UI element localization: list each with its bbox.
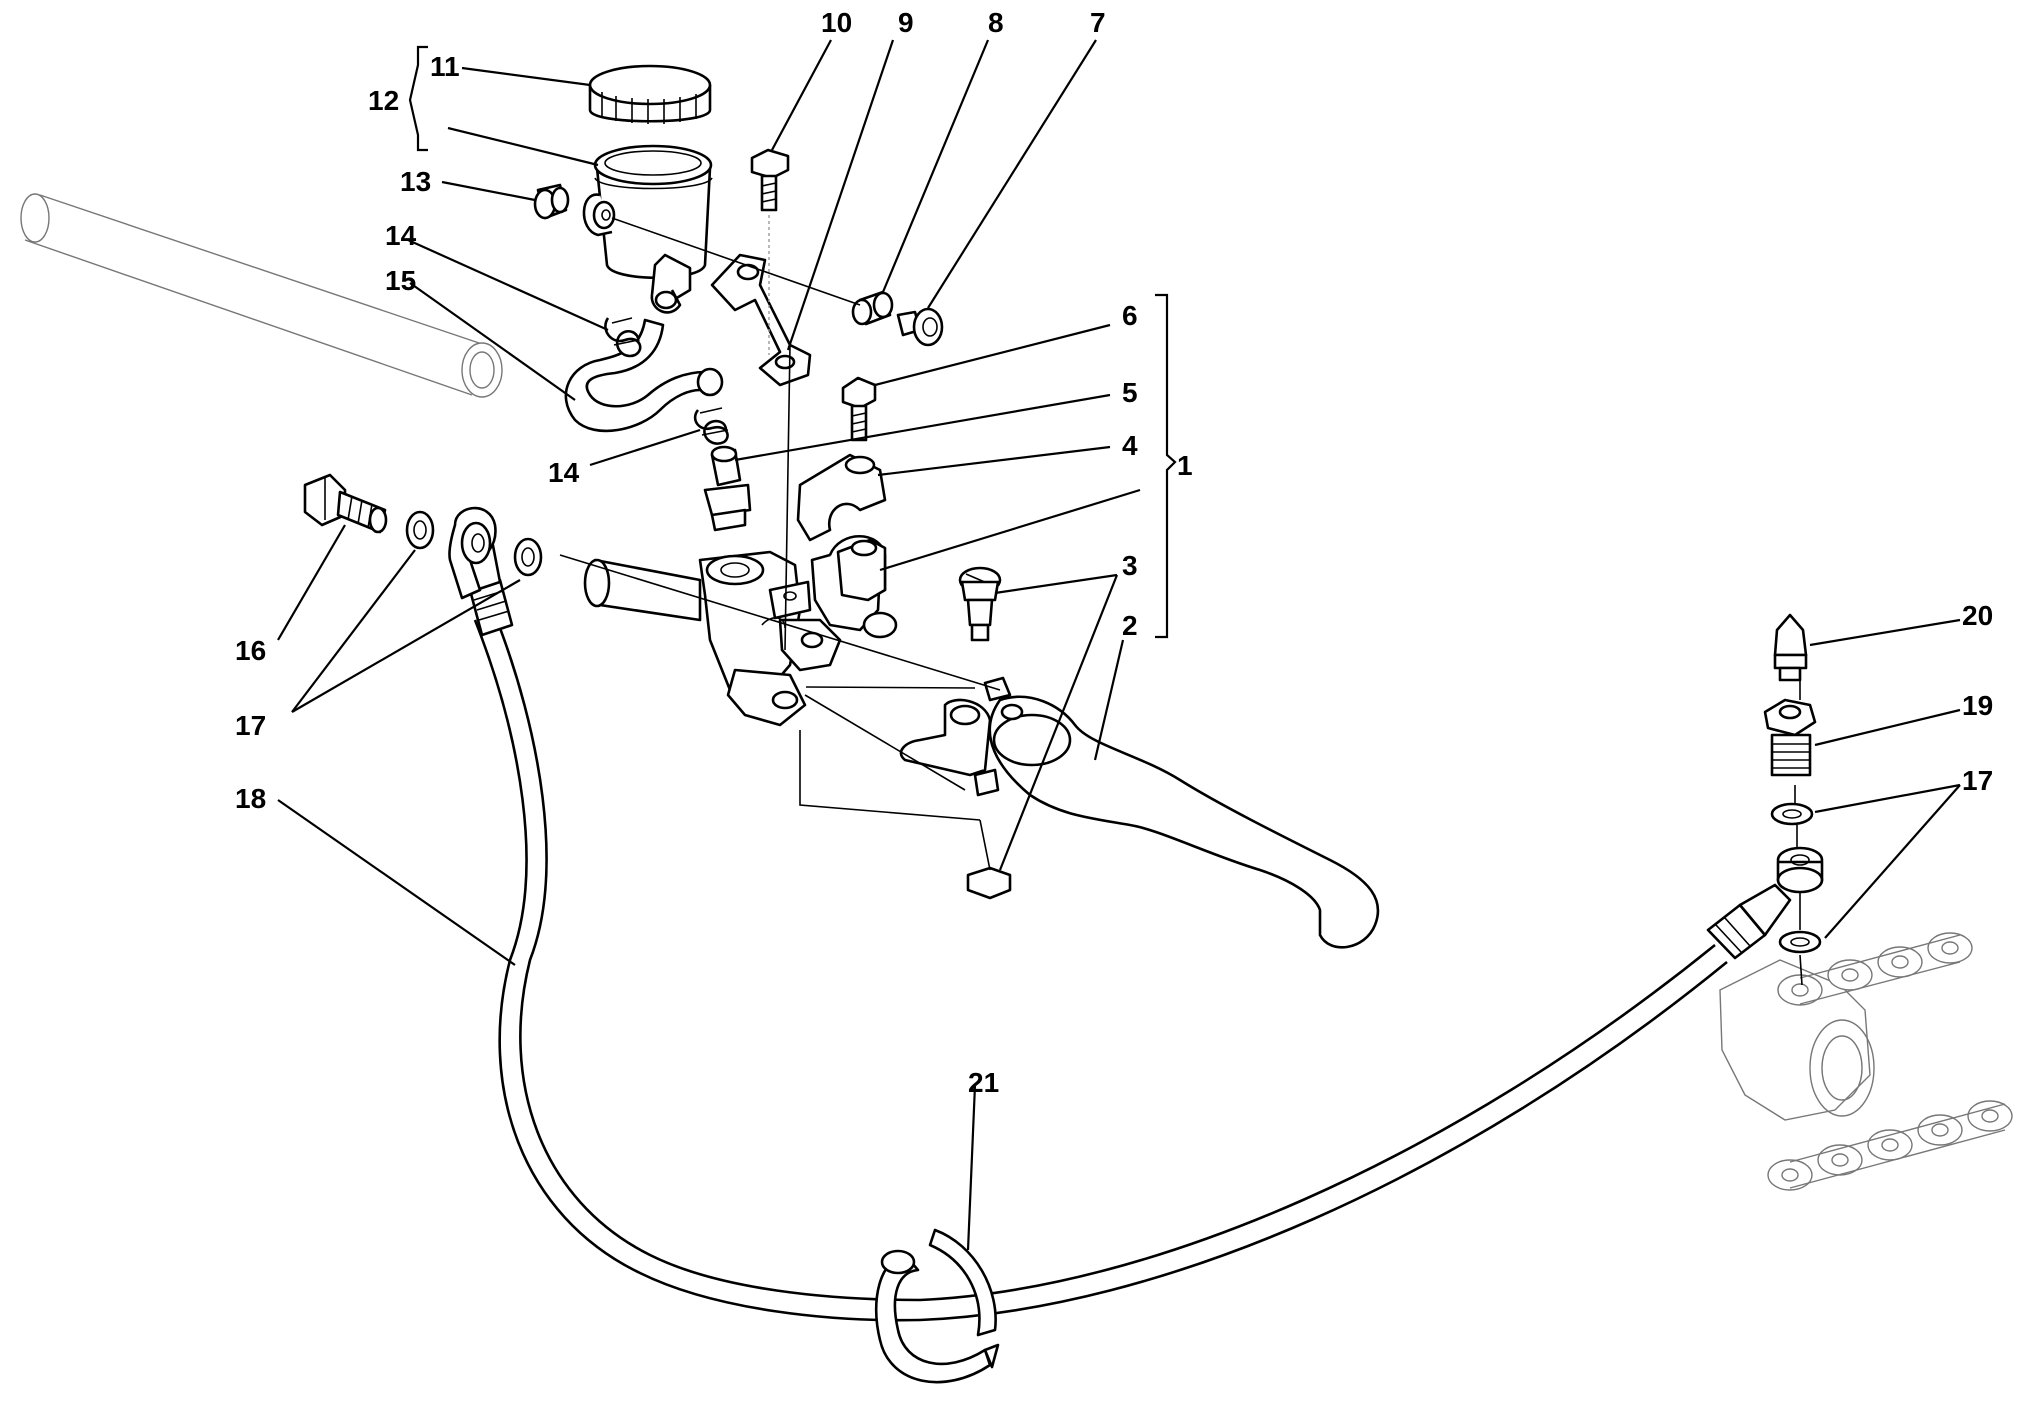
callout-21: 21	[968, 1067, 999, 1098]
callout-13: 13	[400, 166, 431, 197]
spring-clip-14-b	[693, 407, 729, 445]
bleed-cap-20	[1773, 613, 1808, 682]
reservoir-cap-11	[588, 64, 712, 124]
handlebar-tube	[20, 193, 503, 398]
bolt-7	[896, 307, 944, 347]
callout-18: 18	[235, 783, 266, 814]
reservoir-body	[582, 144, 713, 314]
clamp-lower	[836, 538, 887, 602]
callout-6: 6	[1122, 300, 1138, 331]
callout-7: 7	[1090, 7, 1106, 38]
callout-14-top: 14	[385, 220, 417, 251]
bolt-6	[841, 376, 877, 442]
callout-10: 10	[821, 7, 852, 38]
leader-lines	[277, 39, 1961, 1251]
clamp-half-4	[796, 453, 887, 542]
callout-11: 11	[430, 51, 460, 82]
assembly-guide-lines	[559, 217, 1803, 986]
chain-sprocket-ghost	[1719, 932, 2013, 1191]
callout-3: 3	[1122, 550, 1138, 581]
pivot-bolt-3	[958, 566, 1002, 642]
washer-17-d	[1778, 930, 1822, 954]
callout-19: 19	[1962, 690, 1993, 721]
callout-4: 4	[1122, 430, 1138, 461]
callout-20: 20	[1962, 600, 1993, 631]
washer-17-a	[405, 510, 435, 550]
fitting-5	[703, 445, 752, 532]
callout-17-right: 17	[1962, 765, 1993, 796]
reservoir-hose-15	[564, 318, 724, 433]
callout-5: 5	[1122, 377, 1138, 408]
callout-labels: 11 12 13 14 15 14 10 9 8 7 6 5 4 1 3 2 1…	[235, 7, 1993, 1098]
hose-clamp-21	[874, 1228, 1000, 1384]
callout-16: 16	[235, 635, 266, 666]
callout-8: 8	[988, 7, 1004, 38]
callout-9: 9	[898, 7, 914, 38]
callout-12: 12	[368, 85, 399, 116]
callout-1: 1	[1177, 450, 1193, 481]
banjo-fitting	[448, 506, 497, 600]
banjo-bolt-16	[303, 473, 388, 534]
callout-17-left: 17	[235, 710, 266, 741]
spring-clip-14-a	[604, 317, 642, 358]
lever-nut	[966, 866, 1012, 900]
callout-14-bottom: 14	[548, 457, 580, 488]
bracket-9	[710, 253, 812, 387]
washer-17-b	[513, 537, 543, 577]
grommet-8	[851, 290, 894, 326]
bolt-10	[750, 148, 790, 355]
grommet-13	[533, 183, 570, 220]
callout-15: 15	[385, 265, 416, 296]
hose-18	[458, 528, 921, 1322]
banjo-fitting-right	[1776, 846, 1824, 894]
bleed-valve-19	[1763, 698, 1817, 777]
callout-2: 2	[1122, 610, 1138, 641]
washer-17-c	[1770, 802, 1814, 826]
lever-2	[899, 676, 1380, 949]
hose-right	[919, 883, 1792, 1322]
